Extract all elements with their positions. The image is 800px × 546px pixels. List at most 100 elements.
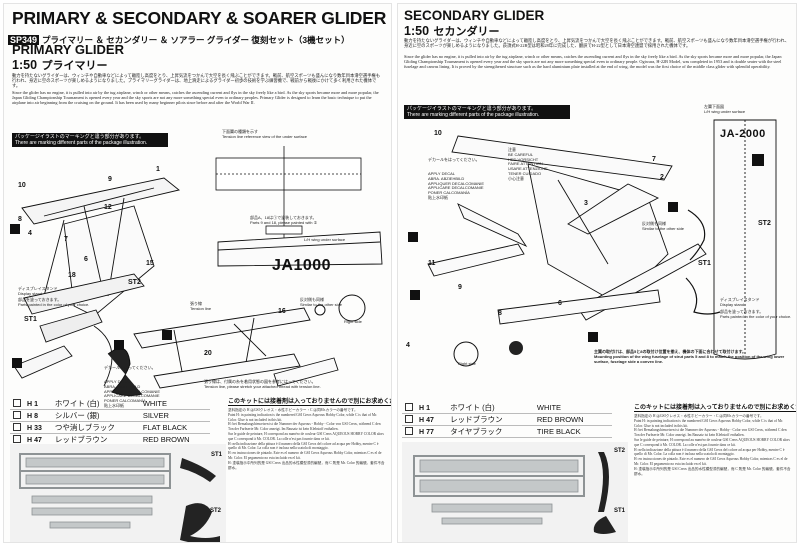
secondary-lwing-label-en: L/H wing under surface [704, 108, 746, 114]
secondary-multilingual-notes: 塗料指定の H はGSIクレオス・水性ホビーカラー・C は同Mr.カラーの番号で… [634, 414, 792, 476]
paint-prefix: H [419, 417, 425, 424]
secondary-scale-value: 1:50 [404, 24, 430, 38]
callout-1: 1 [156, 166, 160, 173]
secondary-similar-en: Similar to the other side [642, 225, 685, 231]
wing-mount-note-jp: 主翼の取付けは、部品5と8の取付け位置を揃え、機体の下面に合わせて取付けます。 [594, 349, 747, 354]
paint-prefix: H [27, 401, 33, 408]
checkbox-square-icon [405, 414, 413, 423]
sec-note-it: H: nella indicazione della pittura è il … [634, 447, 785, 457]
secondary-glue-note-title: このキットには接着剤は入っておりませんので別にお求めください。 [634, 402, 796, 412]
secondary-glider-drawing [427, 135, 707, 325]
primary-glider-top-view [215, 146, 362, 242]
glue-note-title: このキットには接着剤は入っておりませんので別にお求めください。 [228, 396, 391, 406]
sec-callout-6: 6 [558, 300, 562, 307]
paint-name-jp: つや消しブラック [51, 421, 140, 434]
secondary-paint-choice-jp: 部品を塗っておきます。 [720, 309, 764, 314]
tire-part [509, 341, 523, 355]
callout-8: 8 [18, 216, 22, 223]
tension-line-label-jp: 張り線 [190, 301, 202, 306]
sec-callout-11: 11 [428, 260, 436, 267]
scale-name-jp: プライマリー [41, 60, 108, 72]
primary-sprue-photo [10, 444, 226, 542]
secondary-decal-languages: APPLY DECAL ABRA. ABZIEHBILD APPLIQUER D… [428, 170, 485, 200]
primary-glider-assembly-diagram [10, 146, 383, 397]
registration-ja1000: JA1000 [272, 257, 332, 274]
note-en: Paint H: in painting indication is the n… [228, 412, 377, 422]
secondary-decal-stars [408, 154, 764, 342]
underside-label-jp: 下面翼の種類を示す [222, 129, 258, 134]
paint-name-en: WHITE [533, 402, 612, 414]
primary-glider-rear-view [133, 307, 339, 389]
checkbox-square-icon [405, 402, 413, 411]
sec-sprue-label-st2: ST2 [614, 448, 626, 454]
paint-code: H 77 [416, 425, 448, 438]
secondary-warning-en: There are marking different parts of the… [407, 112, 540, 118]
callout-15: 15 [146, 260, 154, 267]
lh-wing-under-surface-view [217, 231, 383, 267]
checkbox-square-icon [405, 426, 413, 435]
wing-mount-note-en: Mounting position of the wing fuselage o… [594, 353, 785, 364]
paint-code: H 1 [416, 402, 448, 414]
paint-number: 33 [34, 425, 42, 432]
paint-code: H 1 [24, 398, 52, 410]
sec-callout-4: 4 [406, 342, 410, 349]
paint-number: 47 [34, 437, 42, 444]
display-stand-label: ディスプレイスタンド Display stand [18, 286, 58, 297]
apply-decal-heading: デカールをはってください。 [104, 364, 156, 370]
paint-checkbox [402, 425, 416, 438]
right-instruction-page: SECONDARY GLIDER 1:50 セカンダリー 動力を持たないグライダ… [398, 4, 796, 542]
tension-line-note-en: Tension line, please stretch your attach… [204, 383, 321, 389]
checkbox-square-icon [13, 410, 21, 419]
paint-number: 8 [34, 413, 39, 420]
sec-stand-st1: ST1 [698, 260, 711, 267]
similar-side-label-jp: 反対側も同様 [300, 297, 324, 302]
kit-title: PRIMARY & SECONDARY & SOARER GLIDER [12, 8, 387, 28]
checkbox-square-icon [13, 422, 21, 431]
sprue-label-st2: ST2 [210, 508, 222, 514]
secondary-lwing-label: 左翼下面図 L/H wing under surface [704, 104, 746, 115]
paint-prefix: H [27, 425, 33, 432]
parts-paint-label-jp: 部品A、18は①で塗装しておきます。 [250, 215, 317, 220]
callout-4: 4 [28, 230, 32, 237]
paint-code: H 47 [416, 413, 448, 426]
sec-stand-st2: ST2 [758, 220, 771, 227]
paint-choice-label-en: Parts painted in the color of your choic… [18, 301, 90, 307]
paint-prefix: H [27, 437, 33, 444]
secondary-scale: 1:50 セカンダリー [404, 22, 499, 40]
paint-choice-label-jp: 部品を塗っておきます。 [18, 297, 62, 302]
primary-description-jp: 動力を持たないグライダーは、ウィンチや自動車などによって離陸し高度をとり、上昇気… [12, 73, 381, 89]
parts-paint-label: 部品A、18は①で塗装しておきます。 Parts 9 and 18, pleas… [250, 215, 317, 226]
callout-12: 12 [104, 204, 112, 211]
paint-number: 77 [426, 429, 434, 436]
note-it: H: nella indicazione della pittura è il … [228, 441, 379, 451]
scale-value: 1:50 [12, 58, 38, 72]
callout-20: 20 [204, 350, 212, 357]
secondary-description-en: Since the glider has no engine, it is pu… [404, 54, 782, 70]
secondary-description-jp: 動力を持たないグライダーは、ウィンチや自動車などによって離陸し高度をとり、上昇気… [404, 38, 790, 49]
secondary-glider-assembly-diagram [408, 119, 777, 367]
paint-name-en: WHITE [139, 398, 210, 410]
left-instruction-page: PRIMARY & SECONDARY & SOARER GLIDER SP34… [4, 4, 391, 542]
sec-callout-7: 7 [652, 156, 656, 163]
paint-number: 47 [426, 417, 434, 424]
paint-prefix: H [419, 405, 425, 412]
paint-name-en: FLAT BLACK [139, 421, 210, 434]
product-code-badge: SP349 [8, 35, 40, 45]
secondary-display-stands [685, 209, 721, 315]
stand-label-st2: ST2 [128, 279, 141, 286]
tension-line-label-en: Tension line [190, 305, 212, 311]
callout-16: 16 [278, 308, 286, 315]
paint-name-jp: ホワイト (白) [447, 402, 534, 414]
paint-name-en: TIRE BLACK [533, 425, 612, 438]
display-stand-label-jp: ディスプレイスタンド [18, 286, 58, 291]
sec-callout-2: 2 [660, 174, 664, 181]
paint-name-jp: タイヤブラック [447, 425, 534, 438]
detail-magnifier [338, 294, 366, 322]
checkbox-square-icon [13, 434, 21, 443]
right-side-label: Right side [344, 319, 362, 324]
paint-checkbox [10, 409, 24, 422]
wing-mount-note: 主翼の取付けは、部品5と8の取付け位置を揃え、機体の下面に合わせて取付けます。 … [594, 349, 790, 364]
secondary-similar-side: 反対側も同様 Similar to the other side [642, 221, 685, 232]
marking-warning: パッケージイラストのマーキングと違う部分があります。 There are mar… [12, 133, 168, 147]
